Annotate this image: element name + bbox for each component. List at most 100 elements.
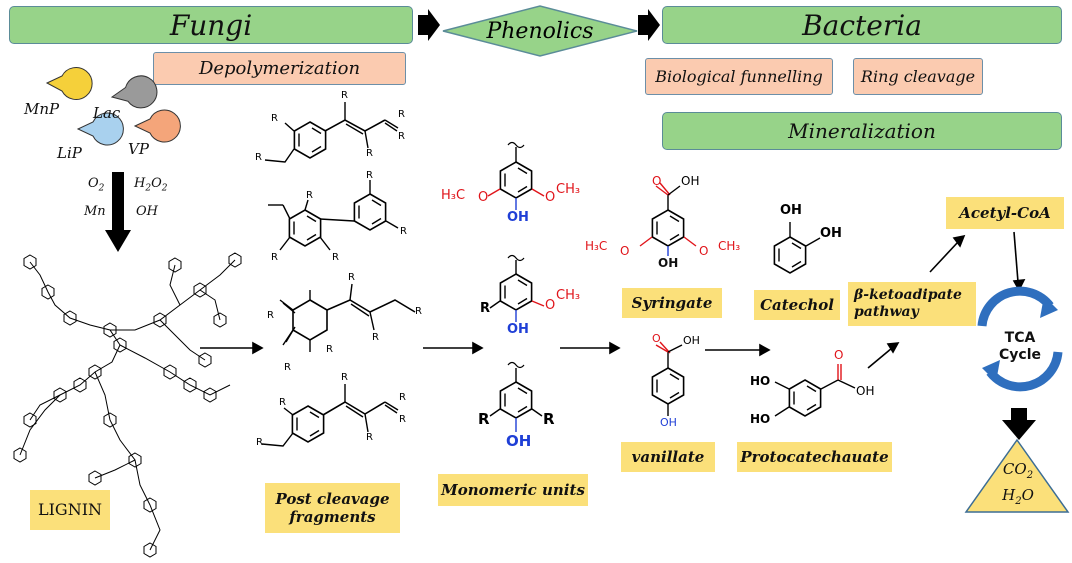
biological-funnelling-label: Biological funnelling	[655, 67, 823, 86]
ring-cleavage-label: Ring cleavage	[860, 67, 976, 86]
biological-funnelling-box: Biological funnelling	[645, 58, 833, 95]
end-products-triangle	[964, 438, 1070, 513]
atom-r: R	[348, 272, 355, 283]
atom-ch3: CH₃	[556, 288, 581, 303]
atom-ch3: CH₃	[556, 182, 581, 197]
fungi-down-arrow	[105, 172, 131, 252]
tca-label: TCA Cycle	[999, 330, 1041, 363]
lignin-polymer	[19, 259, 236, 551]
syringate-box: Syringate	[622, 288, 722, 318]
atom-o: O	[834, 348, 844, 362]
h2o-label: H	[1002, 486, 1016, 504]
atom-oh: OH	[658, 256, 679, 270]
atom-ch3: CH₃	[718, 239, 741, 253]
vanillate-label: vanillate	[631, 448, 705, 466]
monomeric-units-label: Monomeric units	[441, 481, 585, 499]
monomeric-units-box: Monomeric units	[438, 474, 588, 506]
depolymerization-label: Depolymerization	[198, 58, 361, 79]
depolymerization-box: Depolymerization	[153, 52, 406, 85]
fragment-3	[279, 283, 416, 352]
atom-h3c: H₃C	[441, 188, 466, 203]
mineralization-label: Mineralization	[788, 119, 936, 143]
atom-r: R	[543, 410, 555, 428]
lip-icon	[76, 112, 124, 146]
atom-r: R	[478, 410, 490, 428]
atom-oh: OH	[856, 384, 875, 398]
atom-o: O	[478, 190, 489, 205]
fungi-header: Fungi	[9, 6, 413, 44]
monomer-3	[489, 361, 543, 432]
atom-oh: OH	[507, 322, 529, 337]
atom-r: R	[284, 362, 291, 373]
fungi-header-label: Fungi	[169, 8, 253, 42]
bacteria-header: Bacteria	[662, 6, 1062, 44]
atom-oh: OH	[780, 203, 802, 218]
catechol-box: Catechol	[754, 290, 840, 320]
atom-r: R	[372, 332, 379, 343]
atom-r: R	[398, 131, 405, 142]
atom-r: R	[341, 372, 348, 383]
lignin-label-box: LIGNIN	[30, 490, 110, 530]
atom-r: R	[366, 148, 373, 159]
co2-label-wrap: CO2	[1002, 460, 1034, 481]
beta-pathway-box: β-ketoadipate pathway	[848, 282, 976, 326]
atom-o: O	[620, 244, 630, 258]
atom-r: R	[326, 344, 333, 355]
atom-ho: HO	[750, 412, 771, 426]
atom-r: R	[306, 190, 313, 201]
post-cleavage-label: Post cleavage fragments	[275, 490, 390, 526]
atom-ho: HO	[750, 374, 771, 388]
h2o2-cofactor: H2O2	[134, 176, 168, 194]
tca-down-arrow	[1002, 408, 1036, 440]
atom-r: R	[400, 226, 407, 237]
atom-r: R	[399, 414, 406, 425]
vanillate-structure	[651, 341, 685, 416]
lac-label: Lac	[93, 104, 121, 122]
atom-r: R	[415, 306, 422, 317]
catechol-structure	[773, 222, 821, 274]
syringate-label: Syringate	[631, 294, 713, 312]
atom-r: R	[267, 310, 274, 321]
bacteria-header-label: Bacteria	[802, 8, 922, 42]
atom-r: R	[332, 252, 339, 263]
phenolics-label-wrap: Phenolics	[470, 14, 610, 48]
tca-label-wrap: TCA Cycle	[992, 330, 1048, 364]
mineralization-box: Mineralization	[662, 112, 1062, 150]
h2o-label-wrap: H2O	[1002, 486, 1034, 507]
protocatechuate-label: Protocatechauate	[740, 448, 889, 466]
header-arrow-1	[418, 9, 440, 41]
catechol-label: Catechol	[760, 296, 834, 314]
atom-r: R	[480, 301, 491, 316]
atom-r: R	[398, 109, 405, 120]
fragment-4	[261, 384, 399, 447]
atom-r: R	[271, 252, 278, 263]
co2-label: CO	[1002, 460, 1027, 478]
syringate-structure	[639, 182, 697, 256]
oh-cofactor: OH	[136, 204, 158, 219]
atom-oh: OH	[507, 210, 529, 225]
lip-label: LiP	[57, 144, 82, 162]
mn-cofactor: Mn	[84, 204, 106, 219]
atom-o: O	[545, 190, 556, 205]
fragment-1	[264, 102, 399, 163]
atom-r: R	[279, 397, 286, 408]
protocatechuate-structure	[774, 364, 856, 417]
protocatechuate-box: Protocatechauate	[737, 442, 892, 472]
atom-r: R	[399, 392, 406, 403]
vp-label: VP	[128, 140, 149, 158]
monomer-2	[489, 254, 545, 322]
beta-pathway-label: β-ketoadipate pathway	[854, 287, 962, 320]
o2-cofactor: O2	[88, 176, 105, 194]
vanillate-box: vanillate	[621, 442, 715, 472]
phenolics-label: Phenolics	[486, 18, 594, 44]
tca-cycle-icon	[977, 286, 1063, 392]
lignin-label: LIGNIN	[37, 500, 103, 520]
atom-o: O	[545, 298, 556, 313]
atom-h3c: H₃C	[585, 239, 608, 253]
atom-o: O	[652, 332, 661, 345]
atom-o: O	[652, 174, 662, 188]
atom-r: R	[271, 113, 278, 124]
